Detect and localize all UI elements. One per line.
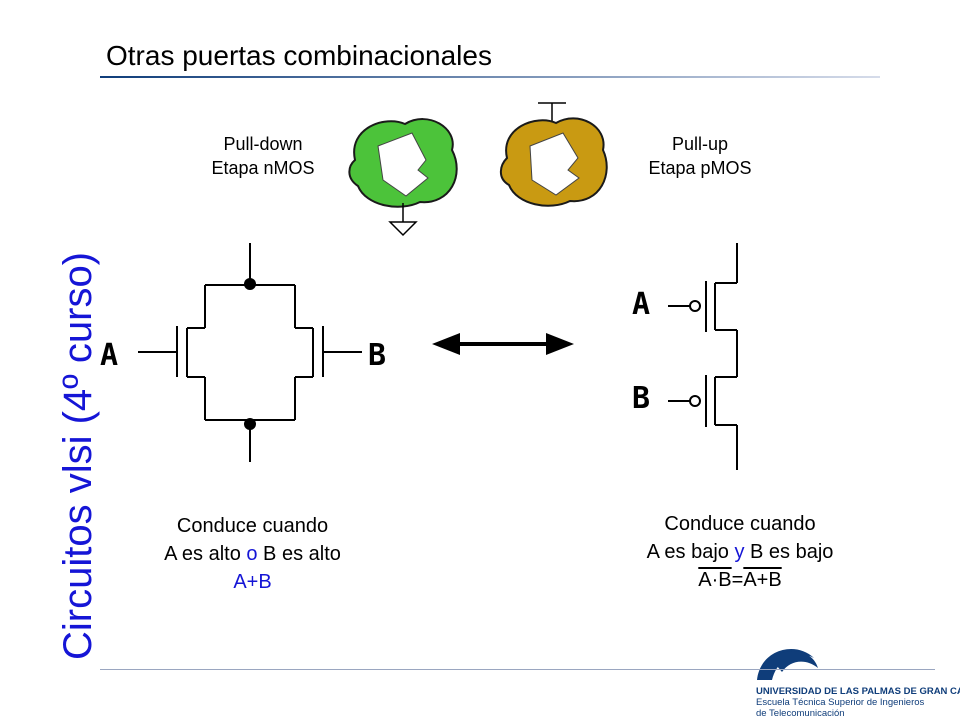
logo-line1: UNIVERSIDAD DE LAS PALMAS DE GRAN CANARI… xyxy=(756,686,960,697)
title-divider xyxy=(100,76,880,78)
pulldown-label-line2: Etapa nMOS xyxy=(211,158,315,178)
pulldown-label: Pull-down Etapa nMOS xyxy=(178,132,348,180)
pullup-label: Pull-up Etapa pMOS xyxy=(610,132,790,180)
pullup-label-line2: Etapa pMOS xyxy=(648,158,752,178)
slide-title: Otras puertas combinacionales xyxy=(106,40,492,71)
left-input-a-label: A xyxy=(100,338,118,373)
pullup-network-icon xyxy=(499,102,608,207)
right-caption: Conduce cuando A es bajo y B es bajo A·B… xyxy=(600,510,880,594)
left-caption-expression: A+B xyxy=(233,571,272,593)
university-logo: UNIVERSIDAD DE LAS PALMAS DE GRAN CANARI… xyxy=(752,638,960,719)
right-input-b-label: B xyxy=(632,381,650,416)
nand-term: A·B xyxy=(698,569,732,591)
right-caption-expression: A·B=A+B xyxy=(698,569,782,591)
node-dot-bottom xyxy=(244,418,256,430)
equivalence-double-arrow-icon xyxy=(432,333,574,355)
pulldown-network-icon xyxy=(348,118,458,237)
left-caption-line2: A es alto o B es alto xyxy=(164,543,341,565)
pullup-blob-white xyxy=(529,132,580,196)
right-caption-operator: y xyxy=(734,541,745,563)
university-logo-icon xyxy=(757,649,818,680)
pulldown-label-line1: Pull-down xyxy=(223,134,303,154)
logo-line3: de Telecomunicación xyxy=(756,708,845,719)
right-input-a-label: A xyxy=(632,287,650,322)
footer-divider xyxy=(100,669,935,670)
pulldown-blob-white xyxy=(377,132,429,197)
pullup-label-line1: Pull-up xyxy=(671,134,729,154)
left-caption-line1: Conduce cuando xyxy=(176,515,329,537)
ground-icon xyxy=(388,221,418,237)
right-caption-line1: Conduce cuando xyxy=(664,513,816,535)
right-caption-line2: A es bajo y B es bajo xyxy=(646,541,834,563)
logo-line2: Escuela Técnica Superior de Ingenieros xyxy=(756,697,925,708)
nor-term: A+B xyxy=(743,569,782,591)
left-caption-operator: o xyxy=(246,543,258,565)
left-input-b-label: B xyxy=(368,338,386,373)
left-caption: Conduce cuando A es alto o B es alto A+B xyxy=(120,512,385,596)
series-pmos-network xyxy=(668,243,738,470)
node-dot-top xyxy=(244,278,256,290)
